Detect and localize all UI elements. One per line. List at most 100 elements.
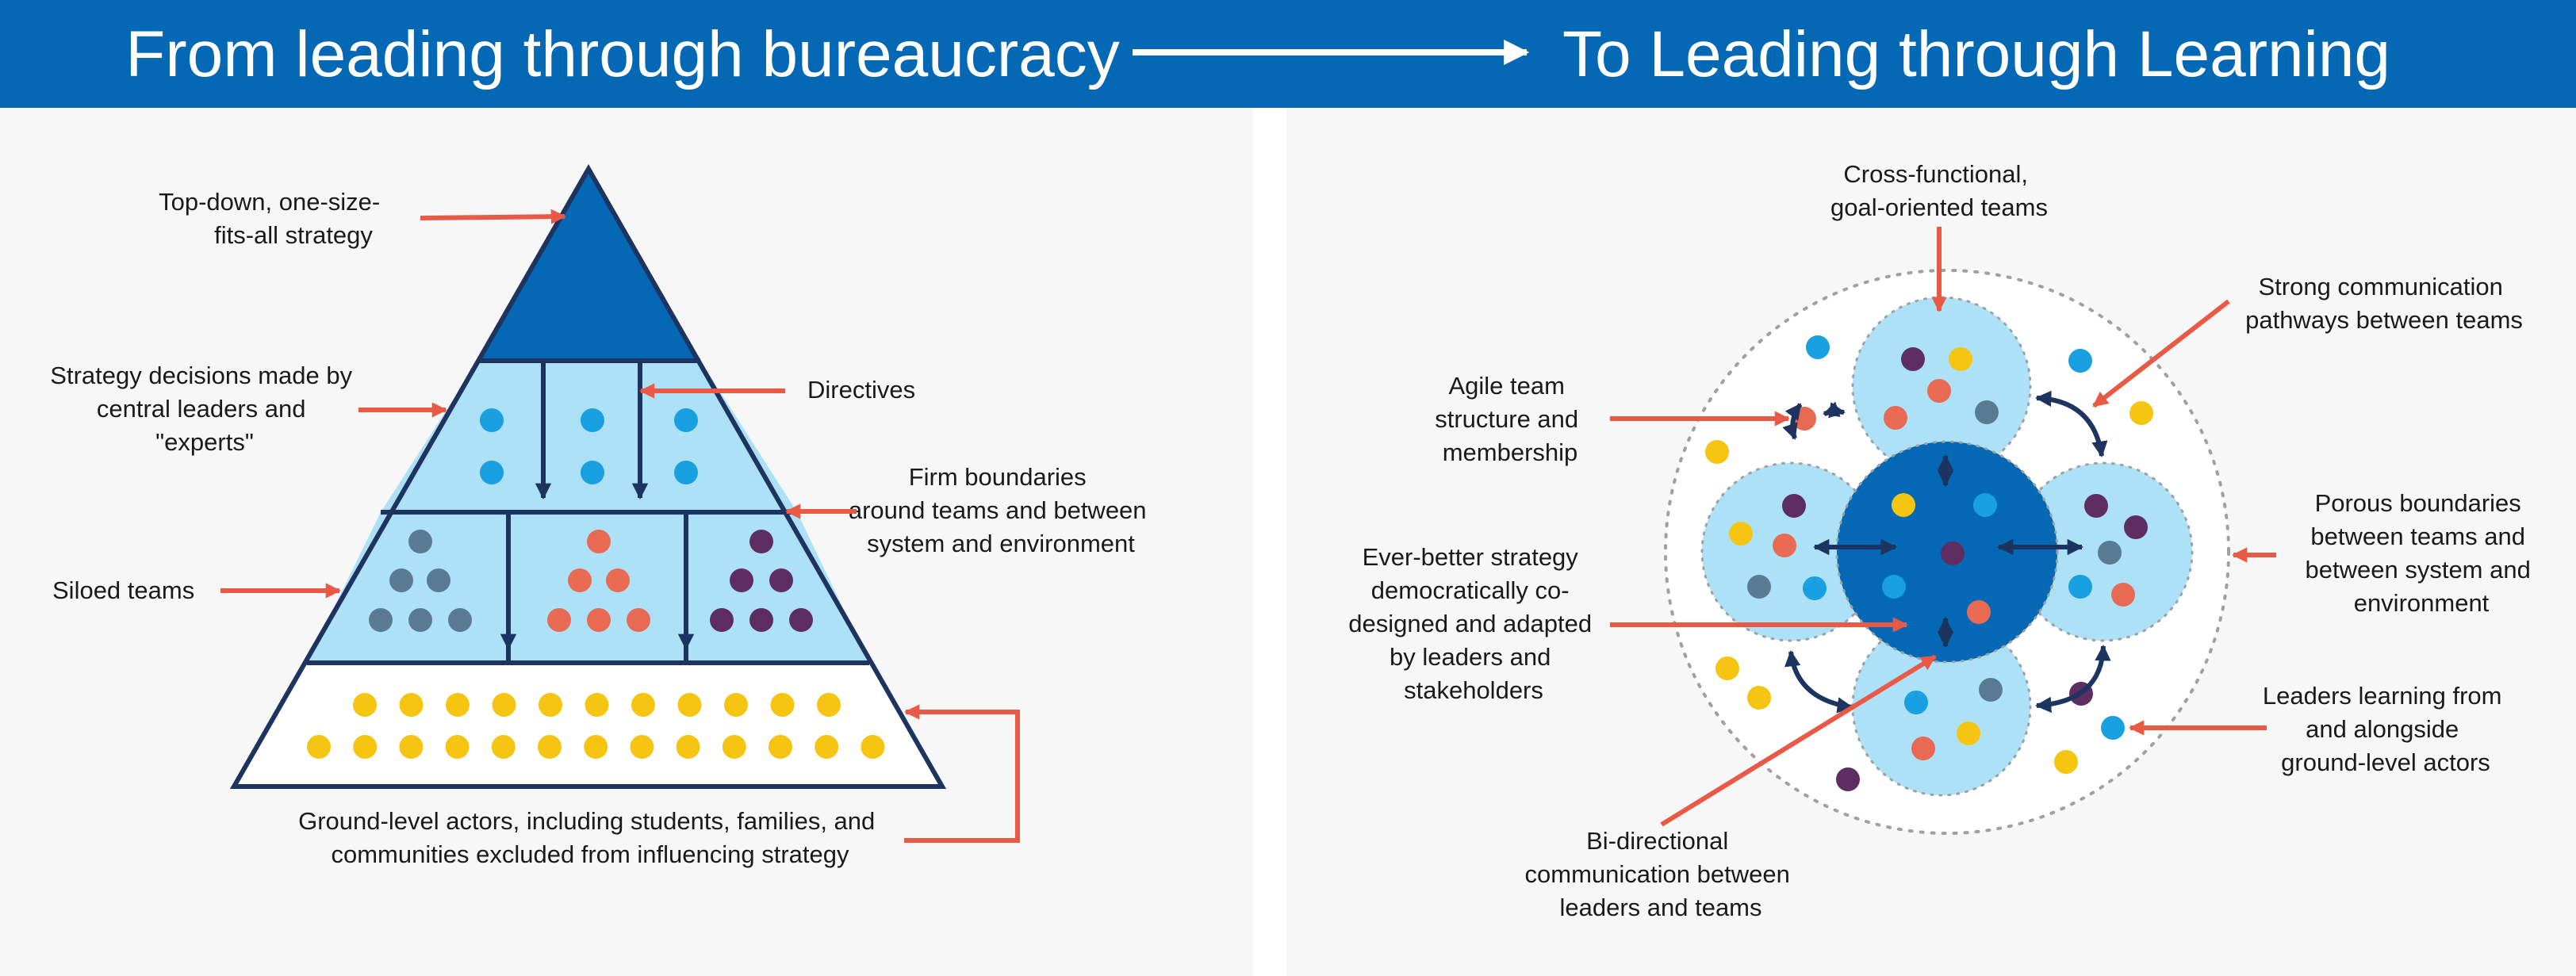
dot — [749, 608, 773, 632]
label-siloed-teams: Siloed teams — [52, 576, 194, 604]
dot — [584, 735, 608, 759]
dot — [674, 461, 698, 484]
dot — [1941, 542, 1965, 565]
dot — [408, 530, 432, 553]
dot — [1911, 737, 1935, 760]
dot — [676, 735, 700, 759]
dot — [2124, 515, 2148, 539]
dot — [568, 568, 592, 592]
dot — [1705, 440, 1729, 464]
dot — [581, 461, 604, 484]
dot — [2068, 575, 2092, 599]
dot — [730, 568, 753, 592]
dot — [369, 608, 393, 632]
dot — [2054, 750, 2078, 774]
dot — [710, 608, 734, 632]
label-strong-communication: Strong communication pathways between te… — [2245, 273, 2523, 334]
dot — [1892, 493, 1915, 517]
dot — [1715, 656, 1739, 680]
left-labels: Top-down, one-size- fits-all strategy St… — [50, 188, 1153, 868]
right-callout-arrows — [1610, 227, 2276, 827]
communication-arrows — [1782, 390, 2111, 714]
label-agile-team: Agile team structure and membership — [1435, 372, 1585, 466]
dot — [1836, 767, 1860, 791]
label-porous-boundaries: Porous boundaries between teams and betw… — [2306, 489, 2538, 617]
dot — [538, 735, 562, 759]
dot — [399, 693, 424, 717]
right-labels: Cross-functional, goal-oriented teams St… — [1348, 160, 2538, 921]
dot — [399, 735, 424, 759]
header-right-title: To Leading through Learning — [1562, 18, 2390, 90]
dot — [1927, 379, 1951, 403]
dot — [353, 693, 377, 717]
ground-level-dots — [307, 693, 885, 759]
dot — [1773, 534, 1796, 557]
dot — [1747, 575, 1771, 599]
pyramid-apex — [478, 169, 700, 361]
dot — [2111, 583, 2135, 607]
pyramid — [229, 163, 947, 789]
label-cross-functional: Cross-functional, goal-oriented teams — [1830, 160, 2048, 221]
dot — [631, 693, 655, 717]
dot — [722, 735, 746, 759]
dot — [492, 693, 516, 717]
dot — [2129, 401, 2153, 425]
team-to-team-arrow — [1782, 403, 1803, 440]
dot — [353, 735, 378, 759]
dot — [724, 693, 748, 717]
dot — [1975, 400, 1999, 424]
dot — [1904, 691, 1928, 714]
team-to-team-arrow — [1823, 401, 1846, 419]
dot — [1882, 575, 1906, 599]
environment-dots — [1705, 335, 2153, 791]
dot — [1967, 600, 1991, 624]
learning-system — [1664, 269, 2230, 835]
dot — [491, 735, 516, 759]
dot — [539, 693, 562, 717]
callout-arrow — [2092, 299, 2230, 408]
pyramid-base-tier — [234, 663, 942, 787]
dot — [1901, 347, 1925, 371]
dot — [307, 735, 331, 759]
dot — [2084, 494, 2108, 518]
callout-arrow — [904, 704, 1020, 843]
dot — [587, 530, 611, 553]
callout-arrow — [1660, 654, 1937, 827]
dot — [408, 608, 432, 632]
dot — [1806, 335, 1830, 359]
dot — [1957, 721, 1980, 745]
label-strategy-decisions: Strategy decisions made by central leade… — [50, 362, 358, 456]
callout-arrow — [420, 209, 566, 224]
dot — [817, 693, 841, 717]
dot — [547, 608, 571, 632]
label-bi-directional: Bi-directional communication between lea… — [1525, 827, 1797, 921]
dot — [674, 408, 698, 432]
dot — [480, 461, 504, 484]
label-directives: Directives — [807, 376, 915, 404]
dot — [585, 693, 609, 717]
dot — [445, 735, 470, 759]
dot — [1979, 678, 2003, 702]
dot — [448, 608, 472, 632]
team-dots — [1729, 347, 2148, 760]
dot — [1729, 522, 1753, 545]
dot — [749, 530, 773, 553]
team-to-team-arrow — [2034, 644, 2111, 714]
dot — [769, 735, 792, 759]
dot — [769, 568, 793, 592]
dot — [427, 568, 450, 592]
dot — [587, 608, 611, 632]
dot — [627, 608, 650, 632]
label-leaders-learning: Leaders learning from and alongside grou… — [2263, 682, 2509, 776]
dot — [480, 408, 504, 432]
dot — [446, 693, 470, 717]
left-callout-arrows — [220, 209, 1020, 843]
dot — [2068, 349, 2092, 373]
dot — [770, 693, 795, 717]
dot — [606, 568, 630, 592]
label-firm-boundaries: Firm boundaries around teams and between… — [849, 463, 1153, 557]
dot — [1884, 406, 1907, 430]
dot — [2098, 541, 2122, 565]
dot — [630, 735, 654, 759]
dot — [1973, 493, 1997, 517]
